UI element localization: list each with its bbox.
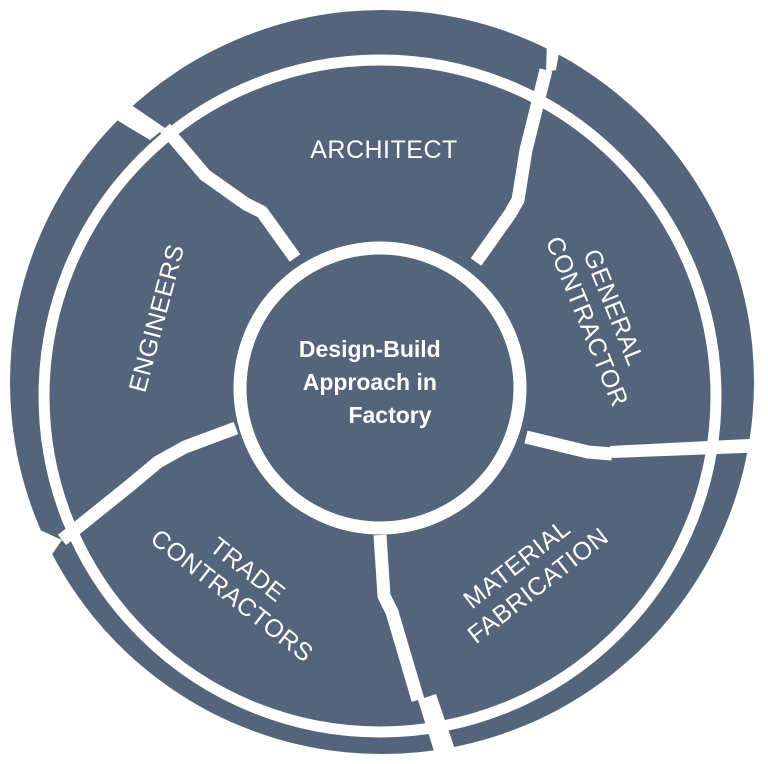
- center-label: Design-Build Approach in Factory: [299, 336, 447, 428]
- center-label-line: Approach in: [303, 369, 437, 395]
- inner-ring-line: [38, 54, 722, 738]
- center-label-line: Design-Build: [299, 336, 441, 362]
- segment-label-line: ARCHITECT: [310, 136, 458, 164]
- segment-dividers: [57, 68, 613, 702]
- divider-material-trade: [373, 534, 425, 702]
- outer-ring-gaps: [0, 8, 768, 764]
- divider-architect-general: [470, 68, 553, 266]
- divider-architect-engineers: [160, 123, 301, 262]
- divider-trade-engineers: [57, 421, 239, 546]
- center-label-line: Factory: [348, 402, 431, 428]
- divider-general-material: [524, 430, 613, 461]
- center-circle: [233, 241, 527, 535]
- segment-label-architect: ARCHITECT: [310, 136, 458, 164]
